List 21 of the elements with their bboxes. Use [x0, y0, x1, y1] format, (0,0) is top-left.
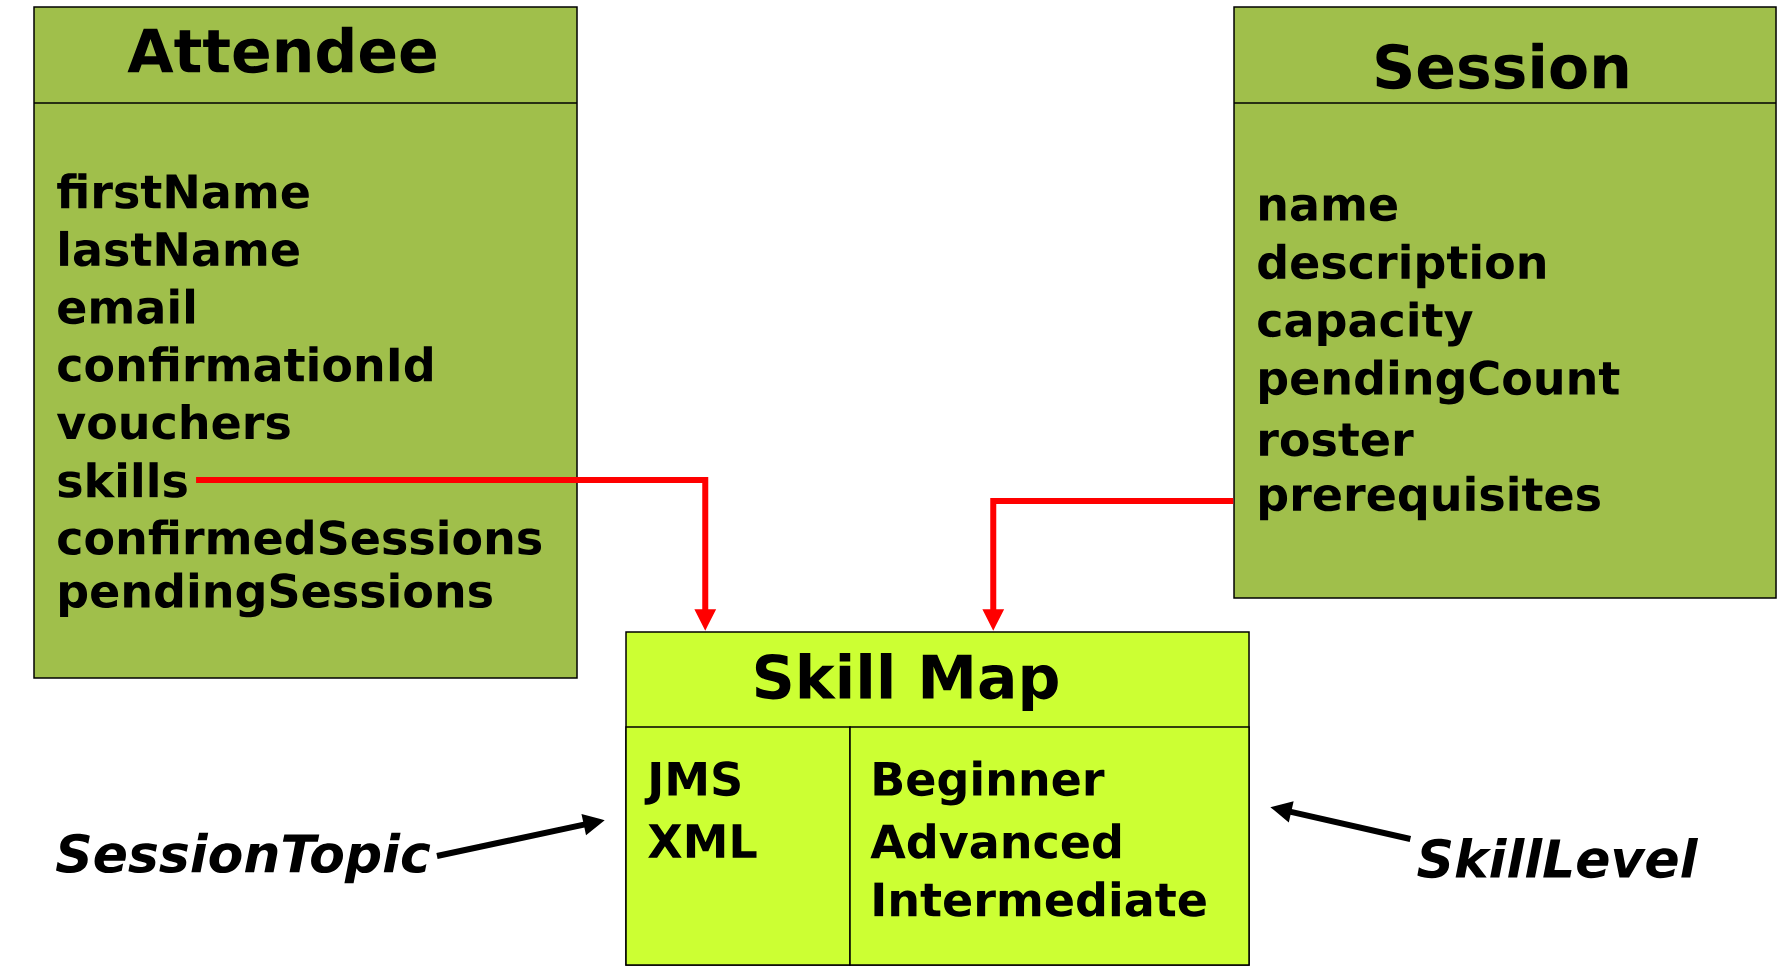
table-title: Skill Map [755, 652, 1058, 712]
class-title: Session [1376, 42, 1628, 90]
attribute-text: lastName [60, 230, 299, 267]
attribute-text: skills [58, 462, 187, 498]
type-label: SkillLevel [1417, 837, 1699, 879]
attribute-text: roster [1260, 423, 1414, 457]
attribute-text: pendingSessions [60, 572, 492, 618]
attribute-text: description [1258, 243, 1545, 289]
class-title: Attendee [127, 26, 436, 74]
attribute-text: pendingCount [1260, 359, 1620, 405]
attribute-text: vouchers [56, 404, 290, 440]
attribute-text: firstName [57, 173, 309, 209]
attribute-text: email [58, 288, 195, 325]
attribute-text: confirmationId [58, 346, 432, 382]
attribute-text: prerequisites [1260, 475, 1600, 521]
attribute-text: name [1260, 194, 1397, 222]
table-column: JMS XML [625, 726, 851, 966]
type-label: SessionTopic [56, 832, 431, 884]
attribute-text: confirmedSessions [58, 519, 542, 555]
table-column: Beginner Advanced Intermediate [849, 726, 1250, 966]
attribute-text: capacity [1258, 301, 1473, 347]
